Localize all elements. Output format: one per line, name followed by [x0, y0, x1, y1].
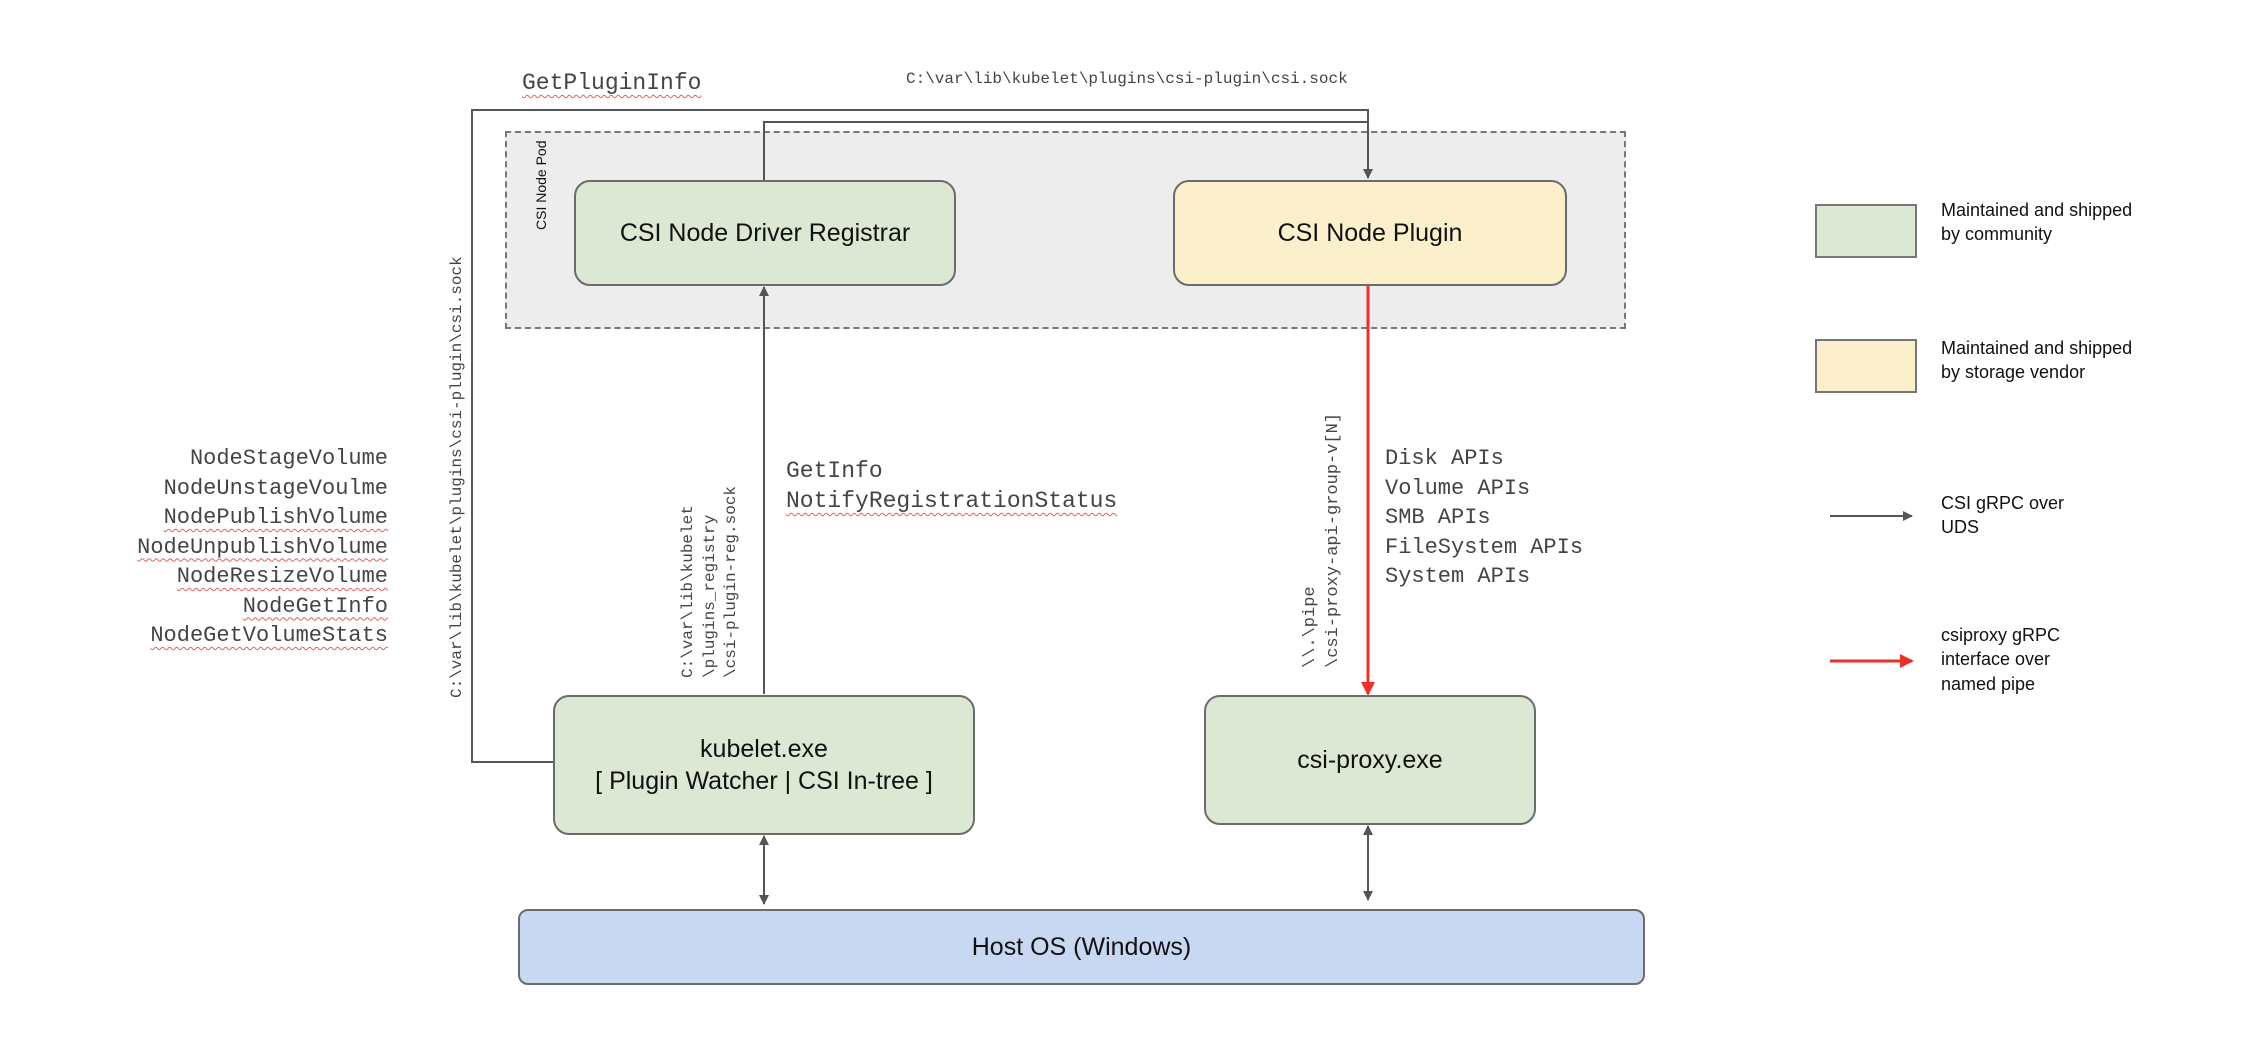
registrar-label: CSI Node Driver Registrar	[619, 218, 911, 247]
get-plugin-info-label: GetPluginInfo	[522, 70, 702, 96]
node-call-text: NodeGetInfo	[242, 593, 388, 619]
proxy-api: Disk APIs	[1385, 446, 1504, 471]
csi-node-plugin: CSI Node Plugin	[1173, 180, 1567, 286]
node-call-text: NodeResizeVolume	[176, 564, 388, 589]
proxy-api: SMB APIs	[1385, 505, 1491, 530]
legend-community-swatch	[1815, 204, 1917, 258]
csiproxy-label: csi-proxy.exe	[1297, 745, 1443, 774]
proxy-apis-list: Disk APIs Volume APIs SMB APIs FileSyste…	[1385, 444, 1583, 592]
node-call: NodeUnstageVoulme	[163, 475, 388, 501]
proxy-api: System APIs	[1385, 564, 1531, 589]
node-call: NodeStageVolume	[189, 446, 388, 471]
csi-sock-top-label: C:\var\lib\kubelet\plugins\csi-plugin\cs…	[906, 70, 1348, 88]
legend-community-text: Maintained and shipped by community	[1941, 200, 2133, 245]
node-call-text: NodeGetVolumeStats	[150, 623, 388, 648]
reg-sock-label: C:\var\lib\kubelet \plugins_registry \cs…	[679, 485, 741, 678]
node-call-text: NodeUnpublishVolume	[137, 534, 388, 560]
named-pipe-label: \\.\pipe \csi-proxy-api-group-v[N]	[1301, 412, 1343, 668]
node-calls-list: NodeStageVolume NodeUnstageVoulme NodePu…	[60, 444, 388, 651]
node-call: NodePublishVolume	[60, 503, 388, 533]
csi-sock-side-label: C:\var\lib\kubelet\plugins\csi-plugin\cs…	[448, 256, 466, 698]
legend-pipe-text: csiproxy gRPC interface over named pipe	[1941, 625, 2061, 694]
legend-uds-text: CSI gRPC over UDS	[1941, 493, 2065, 538]
host-os-windows: Host OS (Windows)	[518, 909, 1645, 985]
kubelet-exe: kubelet.exe [ Plugin Watcher | CSI In-tr…	[553, 695, 975, 835]
csi-proxy-exe: csi-proxy.exe	[1204, 695, 1536, 825]
host-label: Host OS (Windows)	[971, 932, 1192, 961]
notify-registration-status-label: NotifyRegistrationStatus	[786, 488, 1118, 514]
csi-node-driver-registrar: CSI Node Driver Registrar	[574, 180, 956, 286]
proxy-api: Volume APIs	[1385, 475, 1531, 501]
node-call: NodeGetInfo	[60, 592, 388, 622]
legend-vendor-text: Maintained and shipped by storage vendor	[1941, 338, 2133, 383]
plugin-label: CSI Node Plugin	[1277, 218, 1463, 247]
kubelet-label: kubelet.exe [ Plugin Watcher | CSI In-tr…	[595, 734, 933, 796]
registrar-to-plugin-path	[763, 121, 1368, 180]
proxy-api: FileSystem APIs	[1385, 534, 1584, 560]
get-info-label: GetInfo	[786, 458, 883, 484]
node-call: NodeUnpublishVolume	[60, 533, 388, 563]
legend-vendor-swatch	[1815, 339, 1917, 393]
getplugininfo-path	[471, 109, 1373, 763]
node-call: NodeGetVolumeStats	[60, 621, 388, 651]
node-call: NodeResizeVolume	[60, 562, 388, 592]
node-call-text: NodePublishVolume	[163, 505, 388, 530]
